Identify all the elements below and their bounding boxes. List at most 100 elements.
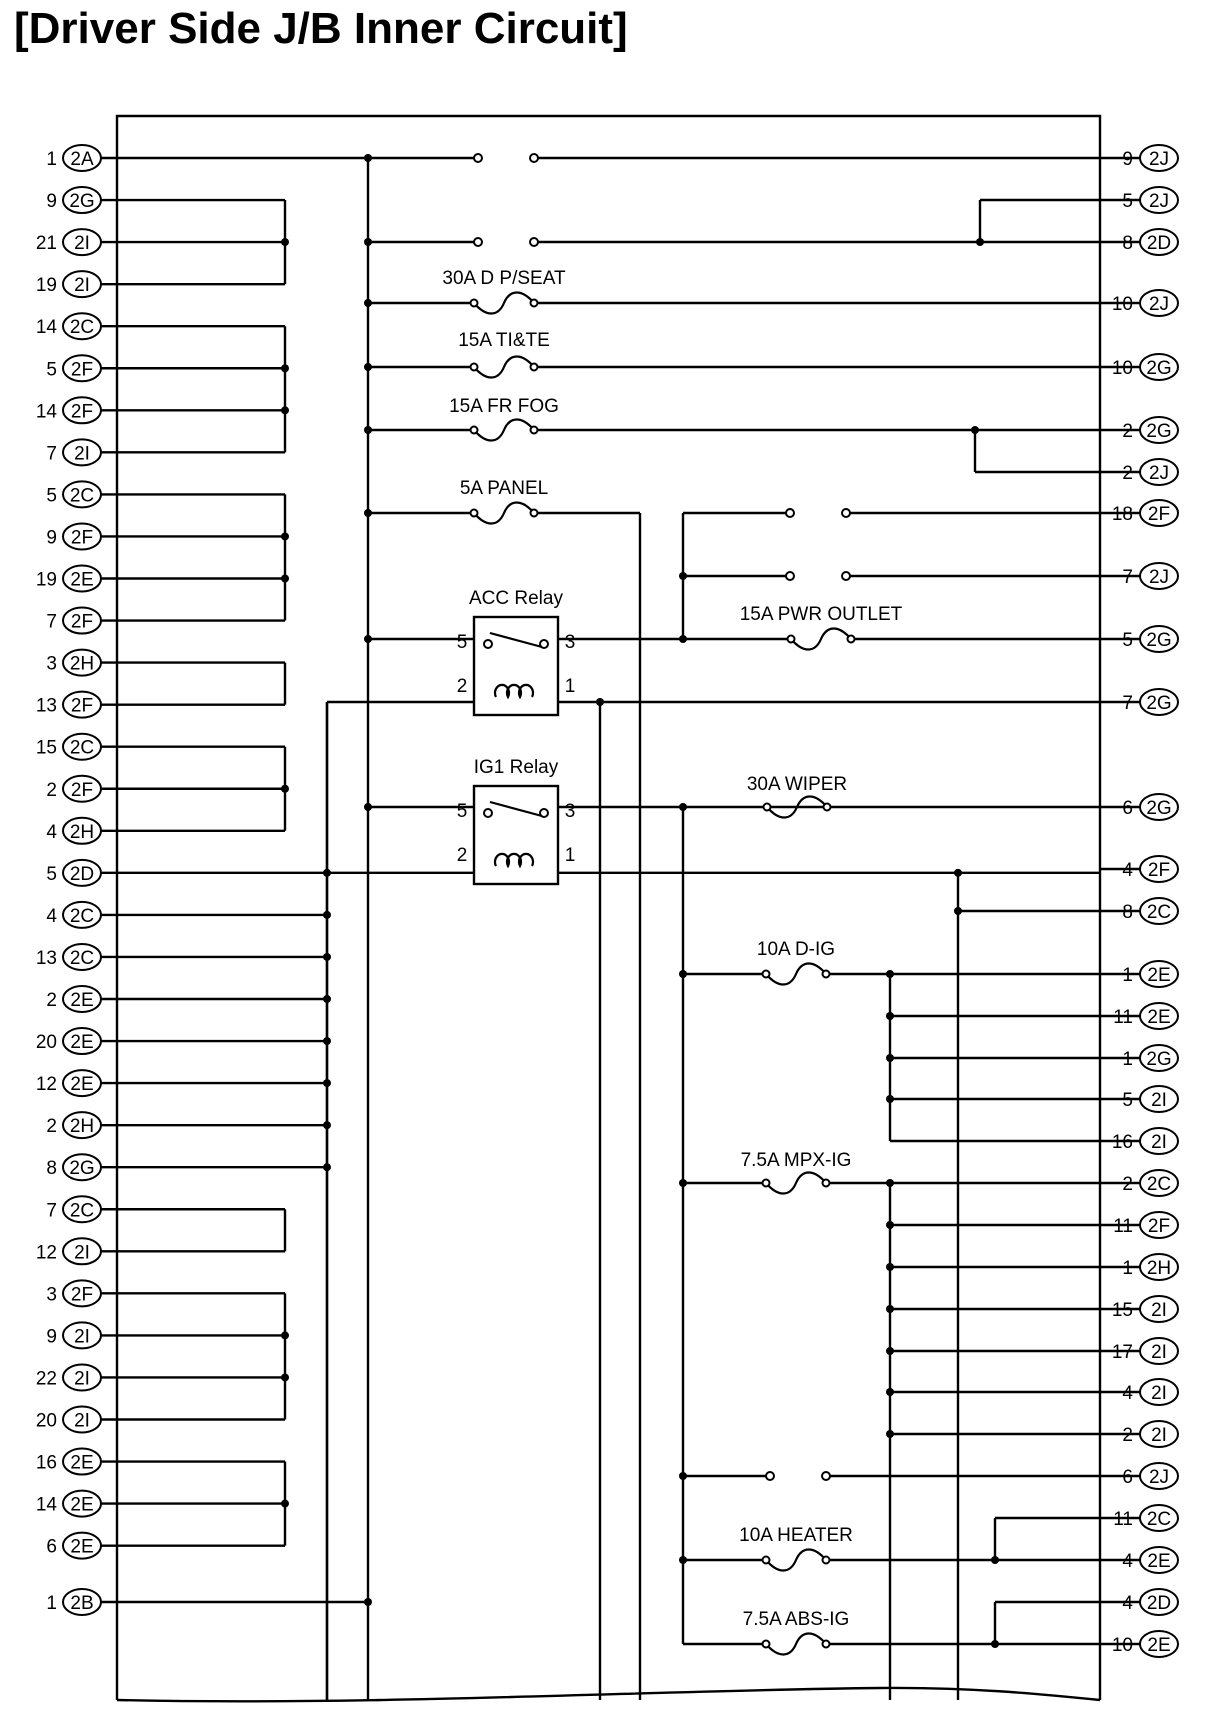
junction-dot <box>364 1598 372 1606</box>
connector-badge <box>1139 1378 1179 1406</box>
connector-badge <box>1139 1085 1179 1113</box>
fuse-label: 5A PANEL <box>460 478 548 499</box>
pin-number: 20 <box>36 1411 57 1432</box>
wiring <box>101 114 1140 1703</box>
junction-dot <box>281 784 289 793</box>
connector-id: 2I <box>74 1368 90 1389</box>
relay-pin: 5 <box>457 632 468 653</box>
connector-id: 2E <box>1147 1007 1170 1028</box>
connector-badge <box>1139 416 1179 444</box>
connector-id: 2I <box>74 443 90 464</box>
fuse-label: 30A D P/SEAT <box>442 268 566 289</box>
fuse-icon <box>473 501 535 525</box>
fuse-icon <box>766 795 828 819</box>
connector-id: 2D <box>1147 233 1171 254</box>
junction-dot <box>679 572 687 580</box>
connector-id: 2J <box>1149 463 1169 484</box>
connector-id: 2H <box>70 654 94 675</box>
junction-dot <box>976 238 984 246</box>
connector-badge <box>62 228 102 257</box>
pin-number: 10 <box>1112 294 1133 315</box>
pin-number: 13 <box>36 948 57 969</box>
pin-number: 14 <box>36 401 58 422</box>
pin-number: 1 <box>46 1593 57 1614</box>
pin-number: 12 <box>36 1074 57 1095</box>
connector-badge <box>1139 897 1179 925</box>
connector-id: 2I <box>1151 1383 1167 1404</box>
fuse-label: 10A HEATER <box>739 1525 853 1546</box>
junction-dot <box>886 1347 894 1355</box>
pin-number: 13 <box>36 696 57 717</box>
junction-dot <box>281 1499 289 1508</box>
junction-dot <box>364 154 372 162</box>
contact <box>483 808 493 818</box>
connector-badge <box>62 1027 102 1056</box>
relay-pin: 1 <box>565 676 576 697</box>
fuse-icon <box>473 418 535 442</box>
pin-number: 9 <box>1122 149 1133 170</box>
junction-dot <box>364 363 372 371</box>
connector-id: 2G <box>1146 358 1171 379</box>
connector-badge <box>1139 458 1179 486</box>
connector-id: 2E <box>70 1495 93 1516</box>
contact <box>821 1471 831 1481</box>
junction-dot <box>281 1331 289 1340</box>
contact <box>762 802 772 812</box>
junction-dot <box>364 803 372 811</box>
connector-badge <box>62 606 102 635</box>
pin-number: 2 <box>1122 1174 1133 1195</box>
relay-contact-arm <box>489 631 543 649</box>
left-pin-12: 3 2H <box>46 648 102 677</box>
contact <box>821 969 831 979</box>
connector-id: 2J <box>1149 149 1169 170</box>
connector-badge <box>1139 1588 1179 1616</box>
connector-id: 2J <box>1149 294 1169 315</box>
junction-dot <box>991 1640 999 1648</box>
contact <box>761 1555 771 1565</box>
connector-id: 2I <box>74 233 90 254</box>
connector-id: 2E <box>70 1537 93 1558</box>
connector-badge <box>62 985 102 1013</box>
connector-badge <box>62 1153 102 1182</box>
junction-dot <box>364 238 372 246</box>
connector-id: 2F <box>71 780 93 801</box>
connector-badge <box>1139 186 1179 214</box>
connector-badge <box>62 312 102 341</box>
connector-badge <box>62 1237 102 1266</box>
connector-badge <box>1139 1295 1179 1323</box>
connector-id: 2C <box>70 948 94 969</box>
contact <box>841 508 851 518</box>
connector-id: 2H <box>70 822 94 843</box>
junction-dot <box>323 1121 331 1130</box>
pin-number: 7 <box>1122 693 1133 714</box>
connector-badge <box>62 900 102 929</box>
connector-badge <box>1139 1630 1179 1658</box>
connector-id: 2I <box>74 1242 90 1263</box>
pin-number: 20 <box>36 1032 57 1053</box>
right-pin-0: 9 2J <box>1122 144 1179 172</box>
contact <box>821 1555 831 1565</box>
pin-number: 3 <box>46 654 57 675</box>
fuse-icon <box>765 1632 827 1656</box>
connector-id: 2H <box>1147 1258 1171 1279</box>
connector-badge <box>1139 1504 1179 1532</box>
connector-badge <box>1139 855 1179 883</box>
connector-badge <box>62 1489 102 1518</box>
